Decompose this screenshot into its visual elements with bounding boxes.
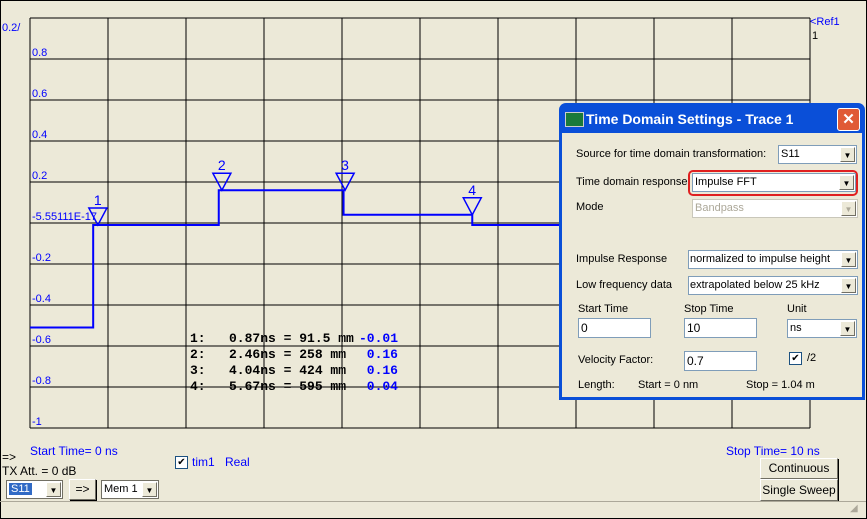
dialog-title: Time Domain Settings - Trace 1 xyxy=(586,111,794,127)
source-label: Source for time domain transformation: xyxy=(576,148,767,160)
marker-triangle xyxy=(462,197,483,217)
marker-row-4: 4: 5.67ns = 595 mm xyxy=(190,379,347,394)
length-label: Length: xyxy=(578,379,615,391)
chevron-down-icon[interactable]: ▼ xyxy=(840,147,855,162)
y-tick-label: 0.2 xyxy=(32,170,48,182)
marker-value-3: 0.16 xyxy=(366,363,398,378)
single-sweep-button[interactable]: Single Sweep xyxy=(760,479,838,501)
start-time-label: Start Time= 0 ns xyxy=(30,444,118,458)
marker-row-2: 2: 2.46ns = 258 mm xyxy=(190,347,347,362)
chevron-down-icon[interactable]: ▼ xyxy=(46,482,61,497)
chevron-down-icon[interactable]: ▼ xyxy=(839,175,854,190)
chevron-down-icon[interactable]: ▼ xyxy=(841,252,856,267)
response-value: Impulse FFT xyxy=(695,176,757,188)
close-button[interactable]: ✕ xyxy=(837,108,860,131)
memory-select[interactable]: Mem 1 ▼ xyxy=(101,480,159,499)
velocity-factor-label: Velocity Factor: xyxy=(578,354,654,366)
marker-triangle xyxy=(211,172,233,192)
source-value: S11 xyxy=(781,148,800,160)
start-time-input[interactable]: 0 xyxy=(578,318,651,338)
impulse-select[interactable]: normalized to impulse height ▼ xyxy=(688,250,858,269)
impulse-value: normalized to impulse height xyxy=(690,253,831,265)
y-tick-label: -0.6 xyxy=(32,334,51,346)
unit-value: ns xyxy=(790,322,802,334)
unit-select[interactable]: ns ▼ xyxy=(787,319,857,338)
response-label: Time domain response xyxy=(576,176,688,188)
marker-value-1: -0.01 xyxy=(358,331,398,346)
velocity-factor-input[interactable]: 0.7 xyxy=(684,351,757,371)
y-tick-label: -0.8 xyxy=(32,375,51,387)
marker-value-2: 0.16 xyxy=(366,347,398,362)
time-domain-dialog: Time Domain Settings - Trace 1 ✕ Source … xyxy=(559,103,865,400)
param-select[interactable]: S11 ▼ xyxy=(6,480,63,499)
memory-value: Mem 1 xyxy=(104,483,138,495)
lowfreq-value: extrapolated below 25 kHz xyxy=(690,279,820,291)
unit-label: Unit xyxy=(787,303,807,315)
mode-select: Bandpass ▼ xyxy=(692,199,858,218)
marker-triangle xyxy=(87,207,109,227)
ref-label: <Ref1 xyxy=(810,16,840,28)
marker-row-1: 1: 0.87ns = 91.5 mm xyxy=(190,331,354,346)
chevron-down-icon[interactable]: ▼ xyxy=(841,278,856,293)
chevron-down-icon: ▼ xyxy=(841,201,856,216)
source-select[interactable]: S11 ▼ xyxy=(778,145,857,164)
chevron-down-icon[interactable]: ▼ xyxy=(142,482,157,497)
start-time-label: Start Time xyxy=(578,303,629,315)
resize-grip-icon[interactable]: ◢ xyxy=(850,503,858,514)
format-label[interactable]: Real xyxy=(225,455,250,469)
chevron-down-icon[interactable]: ▼ xyxy=(840,321,855,336)
impulse-label: Impulse Response xyxy=(576,253,668,265)
length-stop: Stop = 1.04 m xyxy=(746,379,815,391)
mode-value: Bandpass xyxy=(695,202,744,214)
half-checkbox[interactable]: ✔ xyxy=(789,352,802,365)
stop-time-label: Stop Time= 10 ns xyxy=(726,444,820,458)
marker-value-4: 0.04 xyxy=(366,379,398,394)
y-tick-label: -0.2 xyxy=(32,252,51,264)
marker-triangle xyxy=(334,172,356,192)
ref-value: 1 xyxy=(812,30,819,42)
marker-label: 2 xyxy=(218,157,226,173)
marker-label: 4 xyxy=(468,182,476,198)
response-select[interactable]: Impulse FFT ▼ xyxy=(692,173,856,192)
half-label: /2 xyxy=(807,352,817,364)
stop-time-label: Stop Time xyxy=(684,303,734,315)
trace-checkbox[interactable]: ✔ xyxy=(175,456,188,469)
lowfreq-label: Low frequency data xyxy=(576,279,673,291)
scale-label: 0.2/ xyxy=(2,22,21,34)
trace-name: tim1 xyxy=(192,455,215,469)
param-value: S11 xyxy=(9,483,32,495)
continuous-button[interactable]: Continuous xyxy=(760,458,838,479)
marker-label: 3 xyxy=(341,157,349,173)
status-bar xyxy=(0,501,866,502)
length-start: Start = 0 nm xyxy=(638,379,699,391)
y-tick-label: 0.6 xyxy=(32,88,48,100)
highlight-box xyxy=(688,170,858,196)
stop-time-input[interactable]: 10 xyxy=(684,318,757,338)
marker-row-3: 3: 4.04ns = 424 mm xyxy=(190,363,347,378)
y-tick-label: 0.8 xyxy=(32,47,48,59)
tx-att-label: TX Att. = 0 dB xyxy=(2,464,77,478)
y-tick-label: -1 xyxy=(32,416,42,428)
trace-line xyxy=(30,189,561,329)
arrow-label: => xyxy=(2,450,17,464)
marker-label: 1 xyxy=(94,192,102,208)
y-tick-label: -0.4 xyxy=(32,293,51,305)
lowfreq-select[interactable]: extrapolated below 25 kHz ▼ xyxy=(688,276,858,295)
mode-label: Mode xyxy=(576,201,604,213)
y-tick-label: 0.4 xyxy=(32,129,48,141)
copy-to-memory-button[interactable]: => xyxy=(69,479,96,500)
y-tick-label: -5.55111E-17 xyxy=(32,211,98,223)
app-icon xyxy=(565,112,584,127)
